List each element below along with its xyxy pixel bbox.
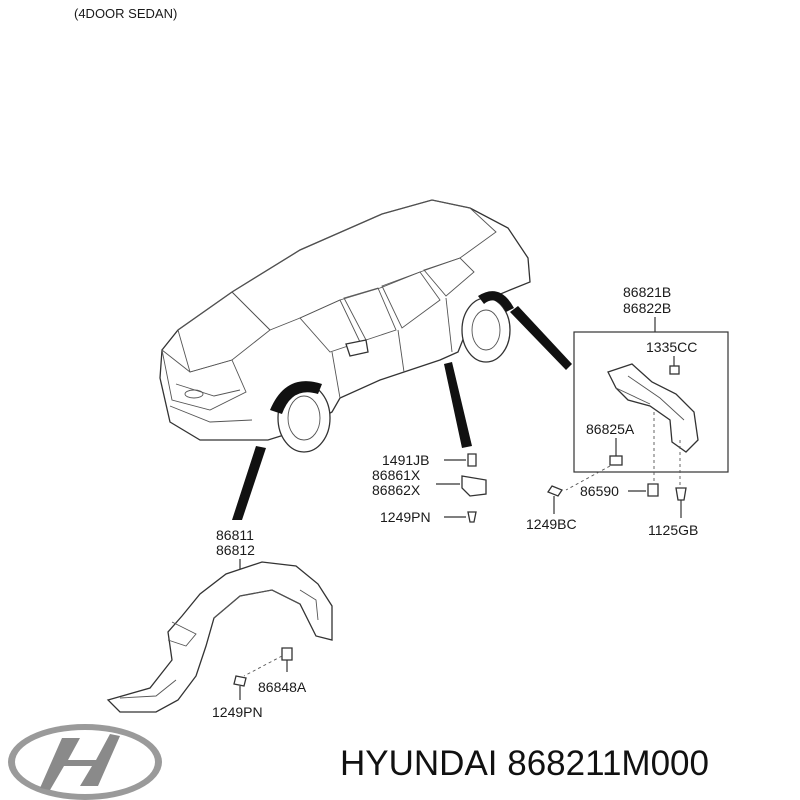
label-86811: 86811 <box>216 527 254 543</box>
screw-1249pn-front-icon <box>233 675 247 687</box>
nut-86590-icon <box>647 483 659 497</box>
part-number-title: HYUNDAI 868211M000 <box>340 744 709 783</box>
header-variant-label: (4DOOR SEDAN) <box>74 6 177 21</box>
rear-wheel-guard <box>607 363 699 453</box>
bracket-86825a-icon <box>609 455 623 466</box>
label-1335cc: 1335CC <box>646 339 697 355</box>
clip-86848a-icon <box>281 647 293 661</box>
label-86821b: 86821B <box>623 284 671 300</box>
label-1249pn-front: 1249PN <box>212 704 263 720</box>
label-1125gb: 1125GB <box>648 522 698 538</box>
front-wheel-guard <box>106 561 333 713</box>
clip-1491jb-icon <box>467 453 477 467</box>
label-86822b: 86822B <box>623 300 671 316</box>
label-1249pn-mid: 1249PN <box>380 509 431 525</box>
bracket-86861x-icon <box>461 475 487 497</box>
label-86812: 86812 <box>216 542 255 558</box>
hyundai-logo <box>8 724 162 800</box>
clip-1335cc-icon <box>669 365 680 375</box>
label-86848a: 86848A <box>258 679 307 695</box>
screw-1249bc-icon <box>547 485 563 497</box>
label-1491jb: 1491JB <box>382 452 429 468</box>
leader-side-bracket <box>444 362 472 448</box>
label-86590: 86590 <box>580 483 619 499</box>
screw-1249pn-mid-icon <box>467 511 477 523</box>
label-86861x: 86861X <box>372 467 421 483</box>
label-86825a: 86825A <box>586 421 635 437</box>
rear-guard-detail-box <box>573 331 729 473</box>
car-illustration <box>159 199 531 453</box>
label-86862x: 86862X <box>372 482 421 498</box>
leader-rear-guard <box>510 306 572 370</box>
label-1249bc: 1249BC <box>526 516 577 532</box>
leader-front-guard <box>232 446 266 520</box>
bolt-1125gb-icon <box>675 487 687 501</box>
